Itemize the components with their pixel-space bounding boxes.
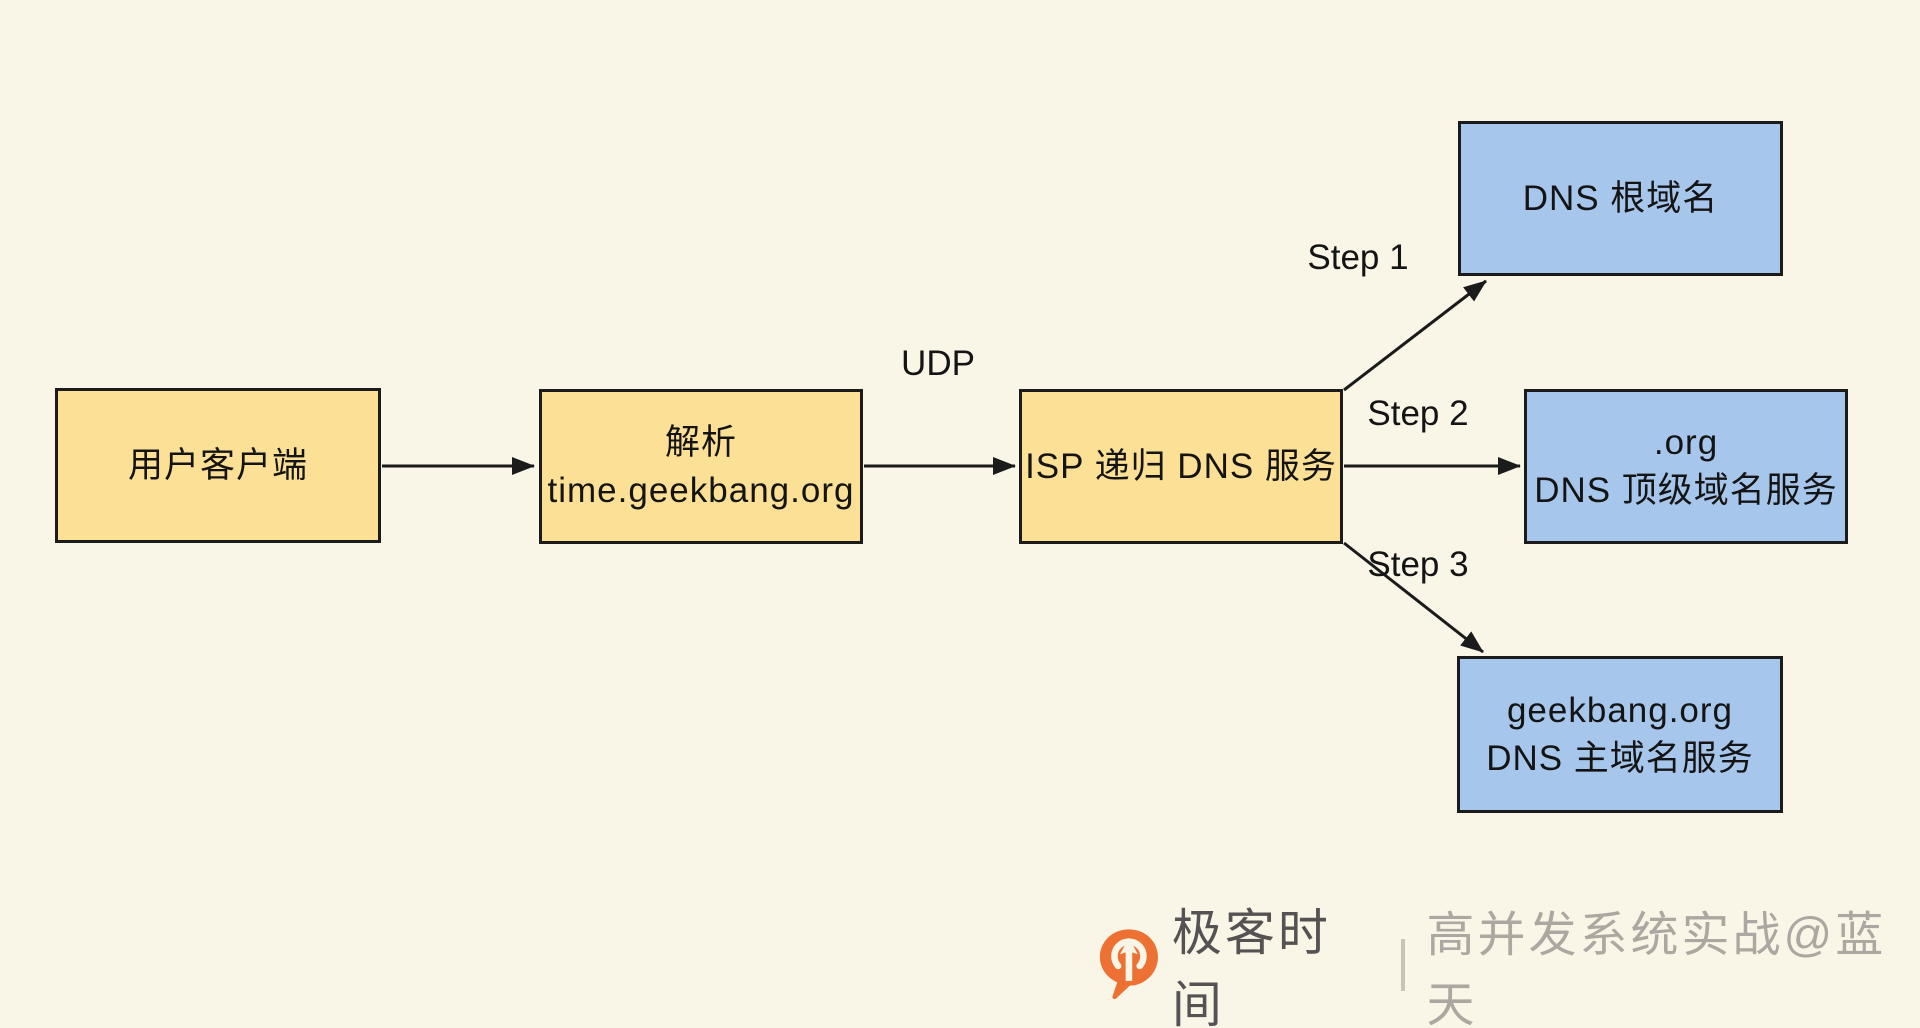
node-tld-line2: DNS 顶级域名服务 xyxy=(1534,470,1838,510)
footer-divider-bar xyxy=(1400,939,1405,991)
node-user-client: 用户客户端 xyxy=(55,388,381,543)
node-auth-line1: geekbang.org xyxy=(1506,690,1734,730)
node-isp-recursive-dns: ISP 递归 DNS 服务 xyxy=(1019,389,1343,544)
node-dns-tld: .org DNS 顶级域名服务 xyxy=(1524,389,1848,544)
edge-label-step1: Step 1 xyxy=(1307,238,1409,277)
node-dns-root: DNS 根域名 xyxy=(1458,121,1783,276)
node-dns-authoritative: geekbang.org DNS 主域名服务 xyxy=(1457,656,1783,813)
node-dns-root-label: DNS 根域名 xyxy=(1522,178,1719,218)
arrow-isp-to-auth xyxy=(1343,541,1484,654)
edge-label-step2: Step 2 xyxy=(1367,394,1469,433)
arrow-isp-to-root xyxy=(1343,279,1487,392)
node-user-client-label: 用户客户端 xyxy=(127,445,308,485)
brand-footer: 极客时间 高并发系统实战@蓝天 xyxy=(1098,905,1920,1028)
node-tld-line1: .org xyxy=(1653,422,1719,462)
node-auth-line2: DNS 主域名服务 xyxy=(1486,738,1754,778)
node-resolve-line2: time.geekbang.org xyxy=(547,470,855,510)
course-watermark: 高并发系统实战@蓝天 xyxy=(1426,909,1887,1028)
edge-label-step3: Step 3 xyxy=(1367,545,1469,584)
node-resolve-line1: 解析 xyxy=(664,422,737,462)
node-resolve-domain: 解析 time.geekbang.org xyxy=(539,389,863,544)
node-isp-label: ISP 递归 DNS 服务 xyxy=(1025,446,1337,486)
geektime-logo-icon xyxy=(1099,929,1158,1000)
brand-name: 极客时间 xyxy=(1171,905,1331,1028)
edge-label-udp: UDP xyxy=(901,344,975,383)
